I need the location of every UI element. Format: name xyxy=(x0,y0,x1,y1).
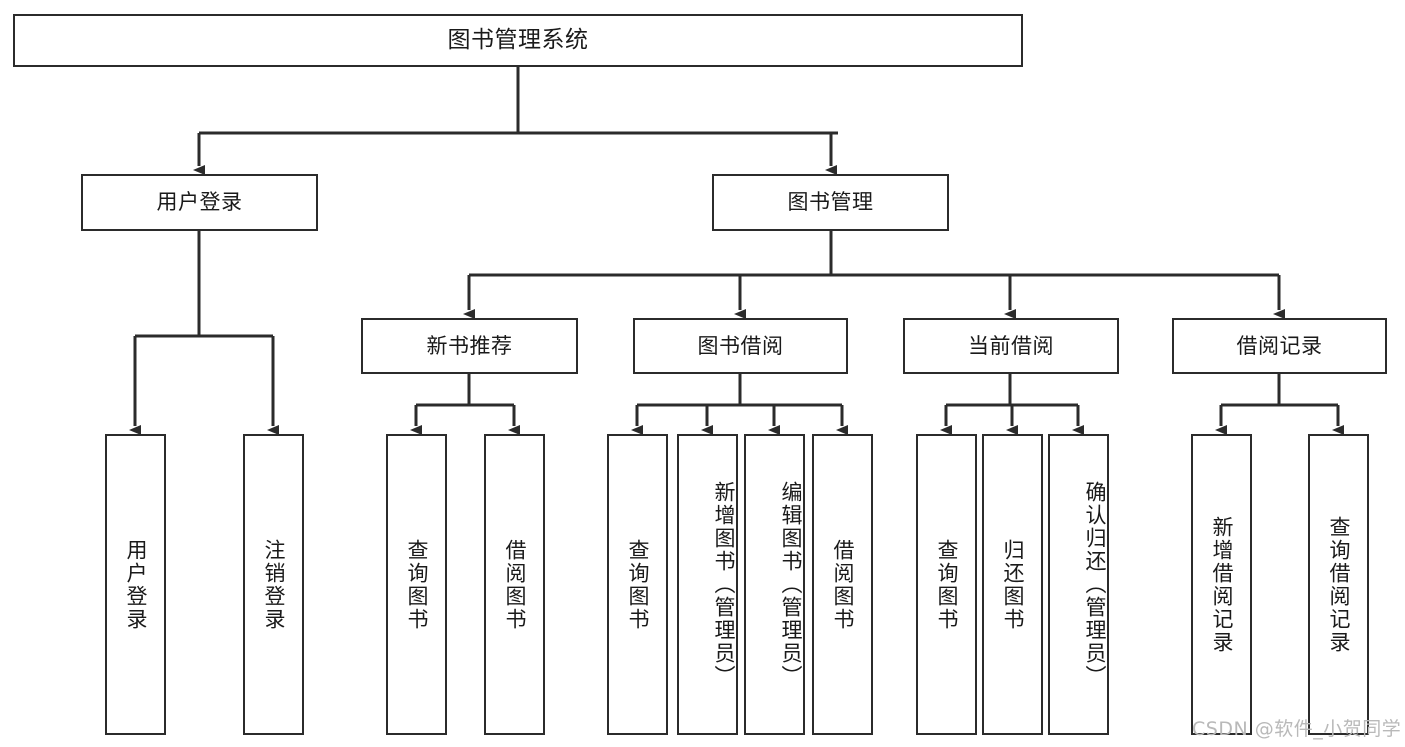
node-label: 新增图书（管理员） xyxy=(712,481,736,688)
node-user-login[interactable]: 用户登录 xyxy=(81,174,318,231)
node-label: 图书借阅 xyxy=(697,333,784,358)
leaf-query-book-current[interactable]: 查询图书 xyxy=(916,434,977,735)
node-label: 新增借阅记录 xyxy=(1210,515,1234,654)
leaf-borrow-book-borrowing[interactable]: 借阅图书 xyxy=(812,434,873,735)
node-label: 借阅图书 xyxy=(503,538,527,631)
node-label: 归还图书 xyxy=(1001,538,1025,631)
leaf-logout[interactable]: 注销登录 xyxy=(243,434,304,735)
leaf-borrow-book-recommendation[interactable]: 借阅图书 xyxy=(484,434,545,735)
leaf-add-borrow-record[interactable]: 新增借阅记录 xyxy=(1191,434,1252,735)
leaf-add-book-admin[interactable]: 新增图书（管理员） xyxy=(677,434,738,735)
leaf-query-book-recommendation[interactable]: 查询图书 xyxy=(386,434,447,735)
node-label: 确认归还（管理员） xyxy=(1083,481,1107,688)
node-book-management[interactable]: 图书管理 xyxy=(712,174,949,231)
node-label: 用户登录 xyxy=(124,538,148,631)
node-label: 借阅图书 xyxy=(831,538,855,631)
node-book-borrowing[interactable]: 图书借阅 xyxy=(633,318,848,374)
node-label: 图书管理 xyxy=(787,190,874,215)
node-root-book-management-system[interactable]: 图书管理系统 xyxy=(13,14,1023,67)
node-current-borrowing[interactable]: 当前借阅 xyxy=(903,318,1119,374)
node-label: 编辑图书（管理员） xyxy=(779,481,803,688)
node-label: 查询图书 xyxy=(405,538,429,631)
leaf-user-login[interactable]: 用户登录 xyxy=(105,434,166,735)
node-new-book-recommendation[interactable]: 新书推荐 xyxy=(361,318,578,374)
node-label: 图书管理系统 xyxy=(447,26,589,53)
leaf-edit-book-admin[interactable]: 编辑图书（管理员） xyxy=(744,434,805,735)
node-label: 查询图书 xyxy=(935,538,959,631)
node-label: 注销登录 xyxy=(262,538,286,631)
node-label: 新书推荐 xyxy=(426,333,513,358)
leaf-confirm-return-admin[interactable]: 确认归还（管理员） xyxy=(1048,434,1109,735)
node-label: 借阅记录 xyxy=(1236,333,1323,358)
node-label: 当前借阅 xyxy=(968,333,1054,358)
watermark-csdn: CSDN @软件_小贺同学 xyxy=(1192,718,1402,740)
node-label: 查询图书 xyxy=(626,538,650,631)
node-label: 查询借阅记录 xyxy=(1327,515,1351,654)
node-label: 用户登录 xyxy=(156,190,243,215)
node-borrow-record[interactable]: 借阅记录 xyxy=(1172,318,1387,374)
leaf-return-book[interactable]: 归还图书 xyxy=(982,434,1043,735)
leaf-query-borrow-record[interactable]: 查询借阅记录 xyxy=(1308,434,1369,735)
leaf-query-book-borrowing[interactable]: 查询图书 xyxy=(607,434,668,735)
